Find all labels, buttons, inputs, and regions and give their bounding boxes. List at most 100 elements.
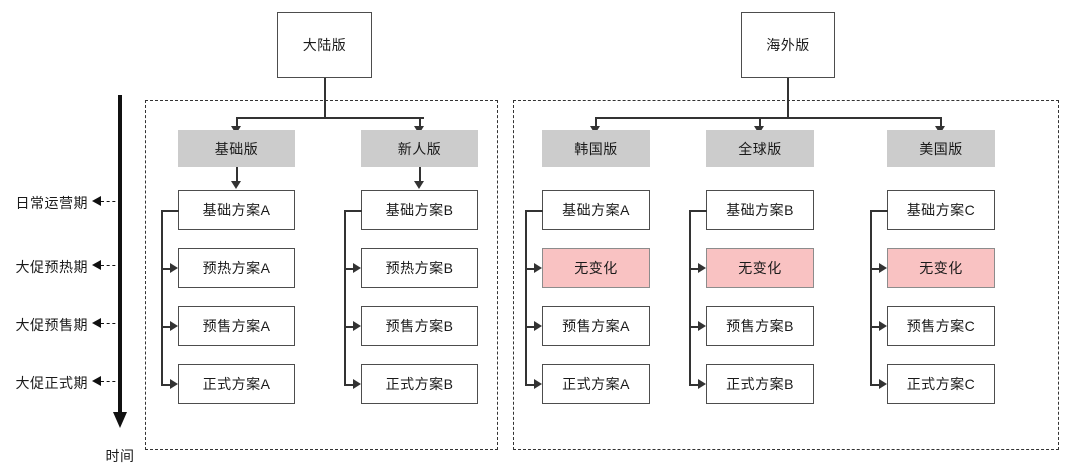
plan-box-0-3-label: 正式方案A bbox=[202, 376, 271, 392]
branch-3-leg-2 bbox=[689, 326, 700, 328]
phase-label-2: 大促预售期 bbox=[15, 317, 88, 333]
plan-box-4-0[interactable]: 基础方案C bbox=[887, 190, 995, 230]
branch-1-spine bbox=[344, 210, 346, 384]
col-0-stem bbox=[236, 167, 238, 182]
plan-box-3-3-label: 正式方案B bbox=[726, 376, 794, 392]
branch-2-arrow-1 bbox=[534, 263, 542, 273]
phase-arrow-2-icon bbox=[92, 318, 101, 328]
root-bus-overseas bbox=[595, 117, 941, 119]
timeline-axis bbox=[118, 95, 122, 415]
plan-box-3-2-label: 预售方案B bbox=[726, 318, 794, 334]
branch-0-arrow-2 bbox=[170, 321, 178, 331]
column-header-xinren[interactable]: 新人版 bbox=[361, 130, 478, 167]
plan-box-0-3[interactable]: 正式方案A bbox=[178, 364, 295, 404]
branch-1-arrow-2 bbox=[353, 321, 361, 331]
branch-1-leg-3 bbox=[344, 384, 355, 386]
plan-box-4-2[interactable]: 预售方案C bbox=[887, 306, 995, 346]
root-drop-overseas-3 bbox=[940, 117, 942, 128]
column-header-jichu[interactable]: 基础版 bbox=[178, 130, 295, 167]
branch-4-leg-1 bbox=[870, 268, 881, 270]
branch-2-leg-1 bbox=[525, 268, 536, 270]
branch-2-top bbox=[525, 210, 543, 212]
branch-4-leg-2 bbox=[870, 326, 881, 328]
branch-1-arrow-1 bbox=[353, 263, 361, 273]
root-drop-overseas-1 bbox=[595, 117, 597, 128]
root-stem-mainland bbox=[324, 78, 326, 118]
branch-1-leg-1 bbox=[344, 268, 355, 270]
root-drop-overseas-2 bbox=[759, 117, 761, 128]
column-header-global-label: 全球版 bbox=[738, 140, 782, 157]
phase-dash-2 bbox=[101, 323, 121, 324]
branch-2-leg-2 bbox=[525, 326, 536, 328]
plan-box-4-0-label: 基础方案C bbox=[906, 202, 976, 218]
plan-box-2-2[interactable]: 预售方案A bbox=[542, 306, 650, 346]
root-drop-mainland-2 bbox=[419, 117, 421, 128]
phase-dash-3 bbox=[101, 381, 121, 382]
plan-box-1-1[interactable]: 预热方案B bbox=[361, 248, 478, 288]
plan-box-3-2[interactable]: 预售方案B bbox=[706, 306, 814, 346]
root-box-overseas-label: 海外版 bbox=[766, 37, 810, 53]
plan-box-4-3[interactable]: 正式方案C bbox=[887, 364, 995, 404]
plan-box-0-0[interactable]: 基础方案A bbox=[178, 190, 295, 230]
phase-arrow-3-icon bbox=[92, 376, 101, 386]
branch-4-arrow-1 bbox=[879, 263, 887, 273]
root-bus-mainland bbox=[236, 117, 424, 119]
root-box-mainland[interactable]: 大陆版 bbox=[277, 12, 372, 78]
col-1-stem bbox=[419, 167, 421, 182]
root-box-mainland-label: 大陆版 bbox=[302, 37, 347, 53]
plan-box-1-2-label: 预售方案B bbox=[385, 318, 454, 334]
branch-0-arrow-1 bbox=[170, 263, 178, 273]
plan-box-0-1-label: 预热方案A bbox=[202, 260, 271, 276]
plan-box-1-3-label: 正式方案B bbox=[385, 376, 454, 392]
plan-box-4-1[interactable]: 无变化 bbox=[887, 248, 995, 288]
branch-3-leg-1 bbox=[689, 268, 700, 270]
plan-box-2-0[interactable]: 基础方案A bbox=[542, 190, 650, 230]
plan-box-2-3[interactable]: 正式方案A bbox=[542, 364, 650, 404]
group-panel-overseas bbox=[513, 100, 1059, 450]
plan-box-4-1-label: 无变化 bbox=[919, 260, 963, 276]
plan-box-2-3-label: 正式方案A bbox=[562, 376, 630, 392]
plan-box-3-1-label: 无变化 bbox=[738, 260, 782, 276]
branch-1-leg-2 bbox=[344, 326, 355, 328]
branch-3-arrow-1 bbox=[698, 263, 706, 273]
plan-box-3-3[interactable]: 正式方案B bbox=[706, 364, 814, 404]
column-header-global[interactable]: 全球版 bbox=[706, 130, 814, 167]
column-header-usa-label: 美国版 bbox=[919, 140, 963, 157]
branch-4-top bbox=[870, 210, 888, 212]
plan-box-0-2[interactable]: 预售方案A bbox=[178, 306, 295, 346]
root-box-overseas[interactable]: 海外版 bbox=[741, 12, 835, 78]
phase-dash-1 bbox=[101, 265, 121, 266]
plan-box-1-3[interactable]: 正式方案B bbox=[361, 364, 478, 404]
plan-box-2-1[interactable]: 无变化 bbox=[542, 248, 650, 288]
col-1-arrow bbox=[414, 181, 424, 189]
plan-box-2-2-label: 预售方案A bbox=[562, 318, 630, 334]
phase-label-3: 大促正式期 bbox=[15, 375, 88, 391]
column-header-korea[interactable]: 韩国版 bbox=[542, 130, 650, 167]
branch-2-arrow-3 bbox=[534, 379, 542, 389]
plan-box-3-1[interactable]: 无变化 bbox=[706, 248, 814, 288]
column-header-usa[interactable]: 美国版 bbox=[887, 130, 995, 167]
branch-3-arrow-3 bbox=[698, 379, 706, 389]
plan-box-2-1-label: 无变化 bbox=[574, 260, 618, 276]
branch-0-leg-3 bbox=[161, 384, 172, 386]
branch-0-arrow-3 bbox=[170, 379, 178, 389]
plan-box-3-0[interactable]: 基础方案B bbox=[706, 190, 814, 230]
phase-dash-0 bbox=[101, 201, 121, 202]
plan-box-1-0[interactable]: 基础方案B bbox=[361, 190, 478, 230]
plan-box-2-0-label: 基础方案A bbox=[562, 202, 630, 218]
branch-0-leg-2 bbox=[161, 326, 172, 328]
branch-3-spine bbox=[689, 210, 691, 384]
plan-box-0-1[interactable]: 预热方案A bbox=[178, 248, 295, 288]
plan-box-0-2-label: 预售方案A bbox=[202, 318, 271, 334]
plan-box-3-0-label: 基础方案B bbox=[726, 202, 794, 218]
plan-box-1-1-label: 预热方案B bbox=[385, 260, 454, 276]
branch-0-spine bbox=[161, 210, 163, 384]
branch-2-leg-3 bbox=[525, 384, 536, 386]
column-header-korea-label: 韩国版 bbox=[574, 140, 618, 157]
column-header-xinren-label: 新人版 bbox=[397, 140, 442, 157]
branch-4-arrow-2 bbox=[879, 321, 887, 331]
timeline-caption: 时间 bbox=[105, 448, 135, 464]
plan-box-1-2[interactable]: 预售方案B bbox=[361, 306, 478, 346]
branch-3-leg-3 bbox=[689, 384, 700, 386]
